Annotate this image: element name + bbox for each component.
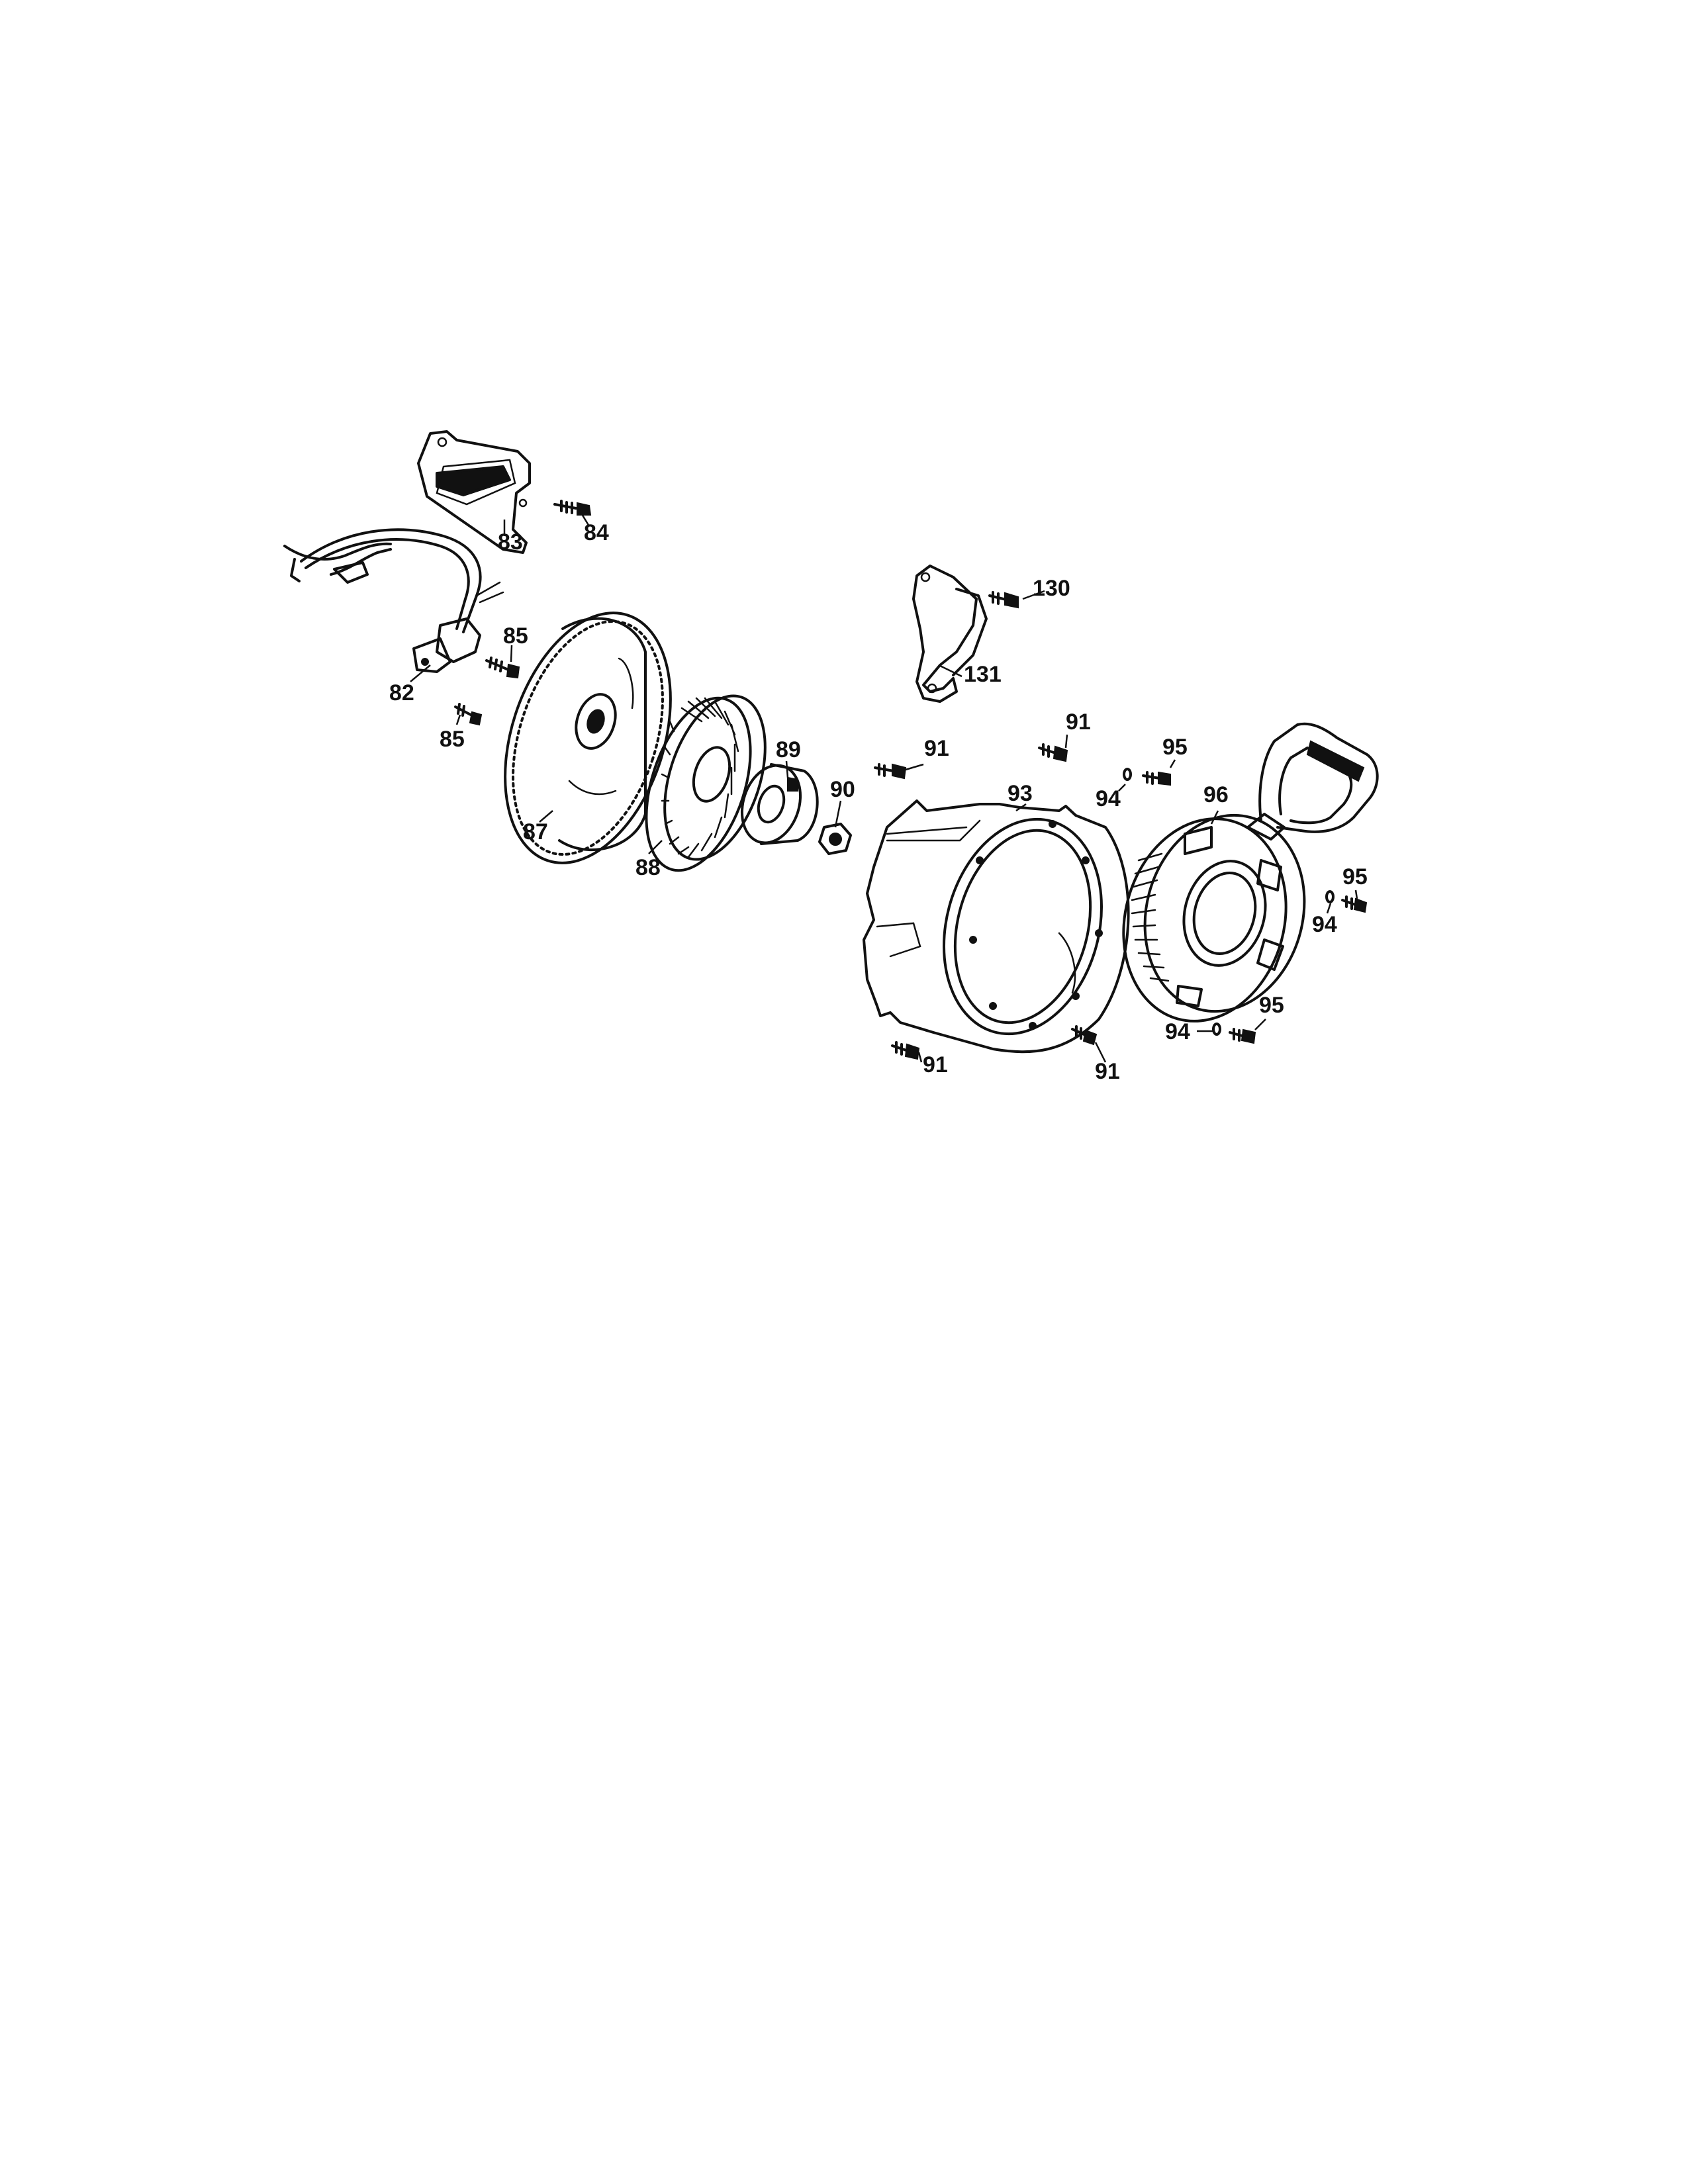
callout-95-b: 95 — [1342, 864, 1368, 889]
callout-87: 87 — [523, 819, 548, 844]
bolt-85-lower-part — [454, 703, 483, 726]
callout-84: 84 — [584, 520, 609, 545]
bolt-91-b-part — [1038, 743, 1068, 762]
bolt-85-upper-part — [485, 657, 520, 679]
washer-94-a-part — [1123, 768, 1132, 781]
callout-85-lower: 85 — [440, 727, 465, 752]
nut-90-part — [818, 823, 852, 855]
washer-94-b-part — [1325, 890, 1335, 903]
callout-91-d: 91 — [1095, 1059, 1120, 1084]
cooling-fan-part — [645, 694, 767, 872]
callout-130: 130 — [1033, 576, 1070, 601]
bolt-91-a-part — [874, 763, 907, 780]
callout-89: 89 — [776, 737, 801, 762]
callout-94-c: 94 — [1165, 1019, 1190, 1044]
washer-94-c-part — [1212, 1023, 1221, 1036]
callout-95-c: 95 — [1259, 993, 1284, 1018]
callout-labels: 83 84 82 85 85 87 88 89 90 130 131 91 91… — [389, 520, 1368, 1084]
callout-91-a: 91 — [924, 736, 949, 761]
starter-cup-part — [740, 763, 819, 845]
callout-91-b: 91 — [1066, 709, 1091, 735]
bolt-95-c-part — [1229, 1028, 1256, 1044]
callout-94-b: 94 — [1312, 912, 1337, 937]
callout-95-a: 95 — [1162, 735, 1188, 760]
shroud-bracket-part — [912, 565, 988, 703]
callout-96: 96 — [1203, 782, 1229, 807]
recoil-starter-part — [1122, 722, 1379, 1023]
leader-lines — [410, 510, 1358, 1063]
callout-90: 90 — [830, 777, 855, 802]
bolt-84-part — [553, 500, 592, 516]
callout-94-a: 94 — [1096, 786, 1121, 811]
coil-bracket-part — [417, 430, 531, 554]
fan-shroud-part — [863, 799, 1130, 1054]
callout-131: 131 — [964, 662, 1002, 687]
bolt-130-part — [988, 591, 1019, 609]
bolt-91-d-part — [1071, 1025, 1098, 1046]
callout-88: 88 — [635, 855, 661, 880]
flywheel-part — [504, 612, 672, 864]
callout-82: 82 — [389, 680, 414, 705]
bolt-95-b-part — [1341, 895, 1368, 913]
ignition-coil-part — [283, 528, 504, 673]
callout-83: 83 — [498, 529, 523, 555]
callout-91-c: 91 — [923, 1052, 948, 1077]
bolt-95-a-part — [1142, 771, 1171, 786]
bolt-91-c-part — [891, 1041, 920, 1060]
callout-93: 93 — [1008, 781, 1033, 806]
callout-85-upper: 85 — [503, 623, 528, 649]
